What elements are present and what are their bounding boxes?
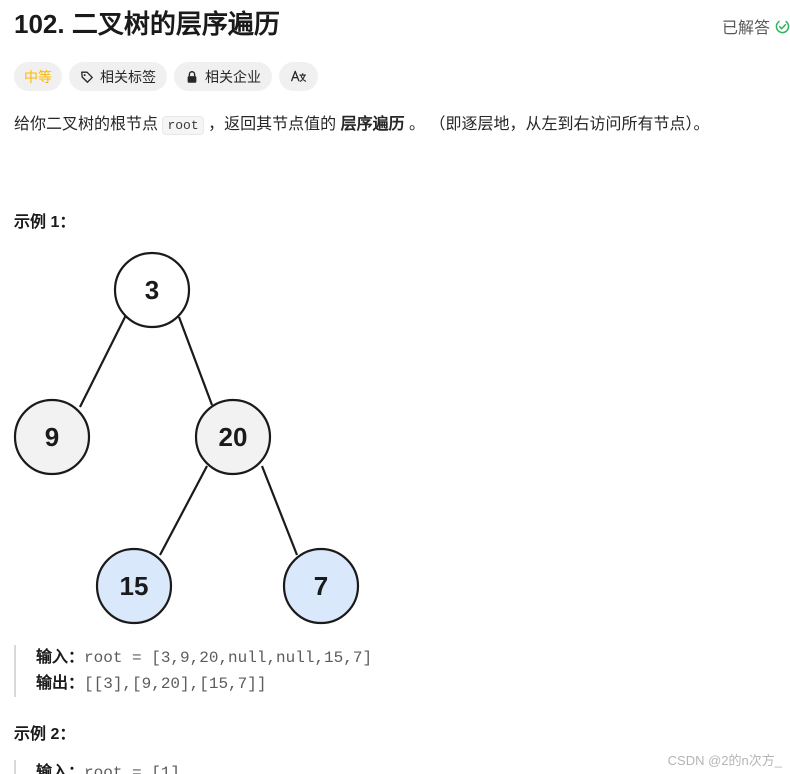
example1-title: 示例 1： bbox=[14, 214, 76, 231]
related-topics-label: 相关标签 bbox=[100, 68, 156, 85]
input-value: root = [3,9,20,null,null,15,7] bbox=[84, 649, 373, 667]
tree-node-20 bbox=[194, 398, 272, 476]
example2-input-line: 输入：root = [1] bbox=[36, 760, 180, 774]
edge-3-9 bbox=[79, 314, 127, 408]
example2-title: 示例 2： bbox=[14, 726, 76, 743]
problem-title: 102. 二叉树的层序遍历 bbox=[14, 9, 280, 39]
check-circle-icon bbox=[775, 19, 790, 33]
tree-node-7 bbox=[282, 547, 360, 625]
solved-label: 已解答 bbox=[721, 20, 770, 37]
translate-button[interactable] bbox=[279, 62, 318, 91]
tree-node-3 bbox=[113, 251, 191, 329]
tree-node-label: 15 bbox=[120, 571, 149, 601]
tag-row: 中等 相关标签 相关企业 bbox=[14, 62, 318, 91]
tree-node-label: 7 bbox=[314, 571, 328, 601]
tree-node-label: 9 bbox=[45, 422, 59, 452]
example1-io-block: 输入：root = [3,9,20,null,null,15,7] 输出：[[3… bbox=[14, 645, 372, 697]
edge-20-15 bbox=[159, 465, 208, 556]
watermark: CSDN @2的n次方_ bbox=[667, 753, 782, 768]
tree-node-15 bbox=[95, 547, 173, 625]
output-label: 输出： bbox=[36, 675, 85, 692]
output-value: [[3],[9,20],[15,7]] bbox=[84, 675, 267, 693]
tree-node-label: 3 bbox=[145, 275, 159, 305]
tree-node-9 bbox=[13, 398, 91, 476]
example1-output-line: 输出：[[3],[9,20],[15,7]] bbox=[36, 671, 372, 697]
tag-icon bbox=[81, 71, 93, 83]
desc-part2: ，返回其节点值的 bbox=[203, 116, 341, 133]
problem-description: 给你二叉树的根节点 root ，返回其节点值的 层序遍历 。 （即逐层地，从左到… bbox=[14, 113, 710, 138]
solved-status: 已解答 bbox=[722, 14, 790, 38]
related-topics-button[interactable]: 相关标签 bbox=[69, 62, 167, 91]
difficulty-badge: 中等 bbox=[14, 62, 62, 91]
related-companies-button[interactable]: 相关企业 bbox=[174, 62, 272, 91]
example1-input-line: 输入：root = [3,9,20,null,null,15,7] bbox=[36, 645, 372, 671]
desc-bold: 层序遍历 bbox=[340, 116, 405, 133]
desc-part3: 。 （即逐层地，从左到右访问所有节点）。 bbox=[404, 116, 710, 133]
lock-icon bbox=[187, 70, 197, 83]
title-row: 102. 二叉树的层序遍历 已解答 bbox=[14, 6, 790, 42]
input-label: 输入： bbox=[36, 649, 85, 666]
tree-node-label: 20 bbox=[219, 422, 248, 452]
example2-io-block: 输入：root = [1] bbox=[14, 760, 180, 774]
input-label: 输入： bbox=[36, 764, 85, 774]
desc-part1: 给你二叉树的根节点 bbox=[14, 116, 163, 133]
translate-icon bbox=[290, 70, 307, 82]
related-companies-label: 相关企业 bbox=[205, 68, 261, 85]
edge-20-7 bbox=[260, 465, 299, 556]
input-value: root = [1] bbox=[84, 764, 181, 774]
binary-tree-diagram: 3 9 20 15 7 bbox=[13, 251, 360, 625]
edge-3-20 bbox=[177, 316, 214, 406]
inline-code-root: root bbox=[162, 116, 204, 135]
